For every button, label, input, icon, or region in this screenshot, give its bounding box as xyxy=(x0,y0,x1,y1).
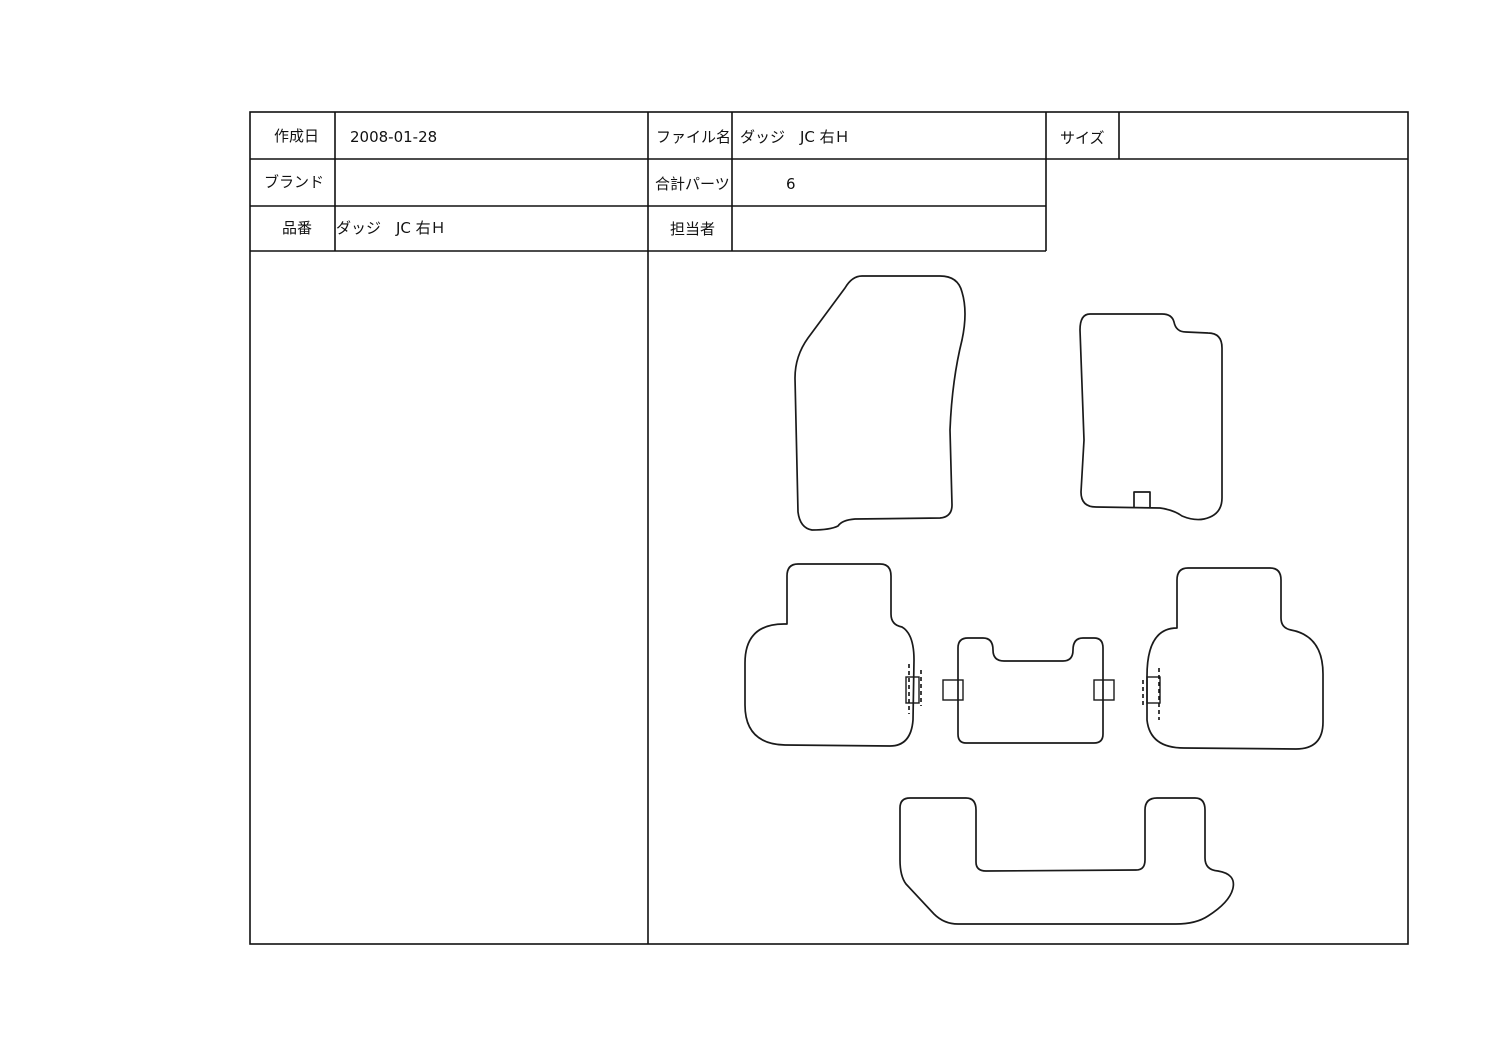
clip-right-mat xyxy=(1146,676,1161,704)
size-label: サイズ xyxy=(1060,129,1105,147)
rear-left-mat xyxy=(744,563,915,747)
passenger-mat-tab xyxy=(1133,491,1151,508)
clip-center-right xyxy=(1093,679,1115,701)
brand-label: ブランド xyxy=(264,173,324,191)
total-parts-value: 6 xyxy=(786,175,796,193)
part-number-value: ダッジ JC 右Ｈ xyxy=(336,219,446,237)
clip-left-mat xyxy=(905,676,920,704)
form-grid xyxy=(249,111,1409,945)
passenger-mat xyxy=(1079,313,1223,521)
created-date-value: 2008-01-28 xyxy=(350,128,437,146)
staff-label: 担当者 xyxy=(670,220,715,238)
file-name-label: ファイル名 xyxy=(656,128,731,146)
part-number-label: 品番 xyxy=(282,219,312,237)
driver-mat xyxy=(794,275,966,531)
total-parts-label: 合計パーツ xyxy=(655,175,730,193)
connector-clips xyxy=(905,664,1161,720)
third-row-mat xyxy=(899,797,1235,925)
created-date-label: 作成日 xyxy=(274,127,319,145)
mat-drawing xyxy=(744,275,1324,925)
rear-right-mat xyxy=(1146,567,1324,750)
file-name-value: ダッジ JC 右Ｈ xyxy=(740,128,850,146)
rear-center-mat xyxy=(957,637,1104,744)
clip-center-left xyxy=(942,679,964,701)
